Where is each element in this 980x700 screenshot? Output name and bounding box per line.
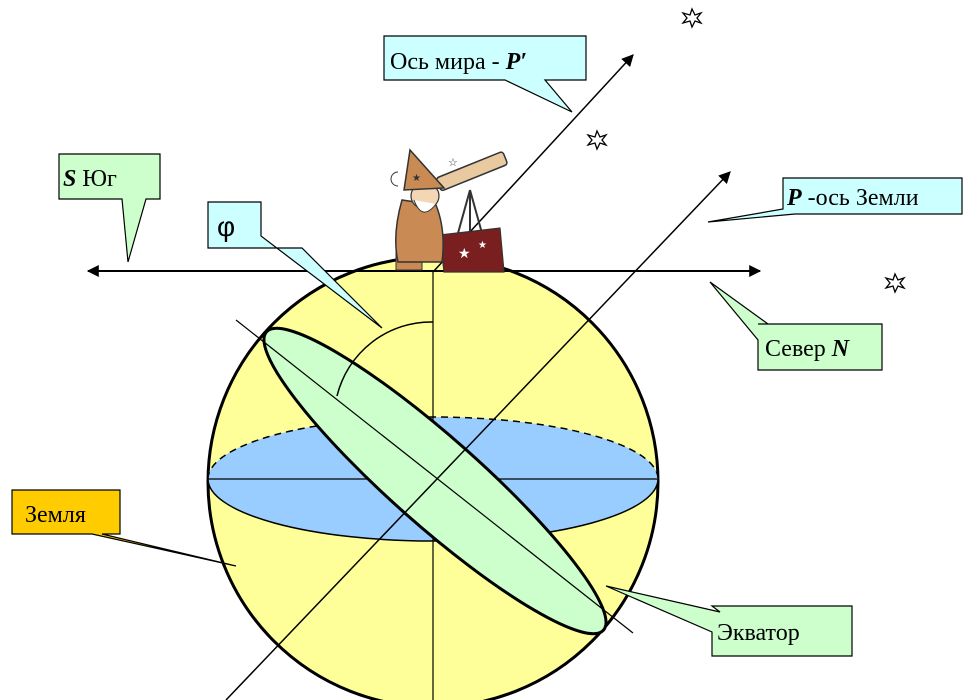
north-label-text: Север — [765, 336, 832, 362]
latitude-phi-symbol: φ — [217, 211, 235, 242]
star-icon — [586, 129, 608, 151]
star-icon — [681, 7, 703, 29]
earth-label-text: Земля — [25, 502, 86, 528]
latitude-angle-arc — [336, 321, 434, 397]
svg-text:P -ось Земли: P -ось Земли — [786, 185, 919, 211]
svg-text:☆: ☆ — [448, 157, 458, 169]
south-label-text: Юг — [76, 166, 117, 192]
world-axis-label-text: Ось мира - — [390, 49, 506, 75]
svg-text:S Юг: S Юг — [63, 166, 117, 192]
earth-axis-p — [225, 171, 731, 700]
astronomer-with-telescope-icon: ★ ★ ★ ☆ — [390, 148, 508, 273]
north-symbol: N — [831, 336, 851, 362]
callout-earth: Земля — [11, 489, 237, 567]
world-axis-symbol: P′ — [505, 49, 527, 75]
callout-south: S Юг — [58, 153, 161, 263]
svg-text:★: ★ — [478, 240, 487, 251]
earth-axis-label-text: -ось Земли — [802, 185, 919, 211]
svg-text:Север N: Север N — [765, 336, 851, 362]
callout-earth-axis: P -ось Земли — [707, 177, 963, 223]
callout-world-axis: Ось мира - P′ — [383, 35, 587, 113]
svg-text:Ось мира - P′: Ось мира - P′ — [390, 49, 527, 75]
south-symbol: S — [63, 166, 76, 192]
star-icon — [884, 272, 906, 294]
svg-text:★: ★ — [412, 173, 421, 184]
svg-text:★: ★ — [458, 245, 471, 261]
equator-diameter — [235, 319, 634, 634]
equator-label-text: Экватор — [717, 620, 800, 646]
callout-latitude: φ — [207, 201, 383, 329]
callout-equator: Экватор — [605, 585, 853, 657]
earth-axis-symbol: P — [786, 185, 802, 211]
callout-north: Север N — [709, 281, 883, 371]
